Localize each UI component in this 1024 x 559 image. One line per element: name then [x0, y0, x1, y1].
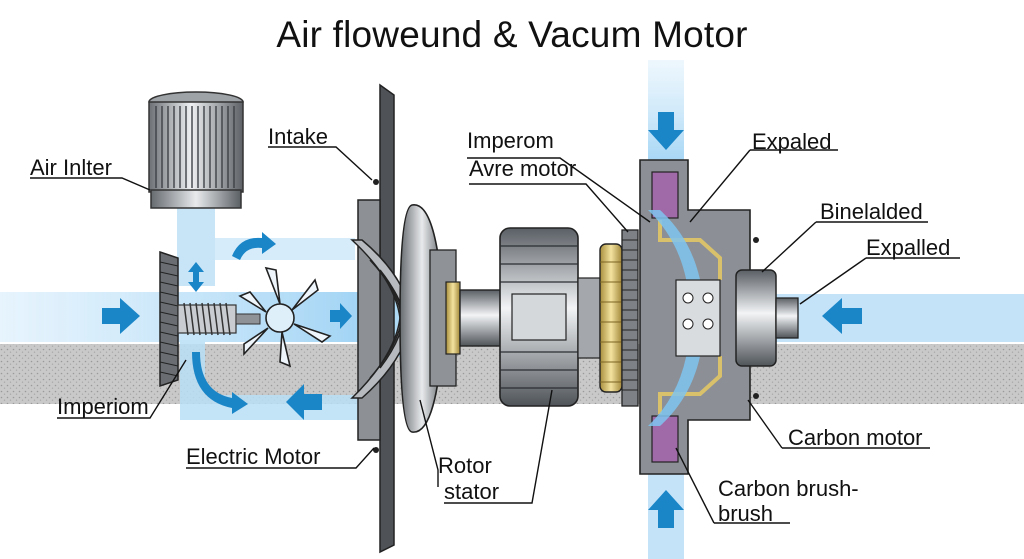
brush-housing — [639, 159, 759, 475]
label-imperiom: Imperiom — [57, 394, 149, 419]
label-stator: stator — [444, 479, 500, 504]
label-expalled: Expalled — [866, 235, 951, 260]
label-air-inlter: Air Inlter — [30, 155, 112, 180]
arrow-loop-lower — [192, 352, 248, 414]
arrow-right-inlet — [822, 298, 862, 334]
arrow-top-down — [648, 112, 684, 150]
arrow-bottom-up — [648, 490, 684, 528]
label-binelalded: Binelalded — [820, 199, 923, 224]
motor-plate — [357, 83, 395, 554]
label-imperom: Imperom — [467, 128, 554, 153]
arrow-left-inlet — [102, 298, 140, 334]
arrow-cone-in — [330, 303, 352, 329]
arrow-loop-upper — [232, 232, 276, 260]
impeller-star — [238, 266, 332, 368]
spring — [177, 302, 261, 336]
leader-lines — [30, 146, 960, 524]
page-title: Air floweund & Vacum Motor — [276, 14, 748, 55]
stator-armature — [499, 227, 601, 407]
label-electric-motor: Electric Motor — [186, 444, 321, 469]
label-carbon-brush: Carbon brush- — [718, 476, 859, 501]
label-rotor: Rotor — [438, 453, 492, 478]
rotor-disk — [399, 204, 461, 433]
shaft — [459, 289, 505, 347]
commutator — [599, 229, 639, 407]
label-intake: Intake — [268, 124, 328, 149]
flow-arrows — [102, 112, 862, 528]
label-avre-motor: Avre motor — [469, 156, 577, 181]
label-expaled: Expaled — [752, 129, 832, 154]
label-brush: brush — [718, 501, 774, 526]
arrow-return — [286, 384, 322, 420]
label-carbon-motor: Carbon motor — [788, 425, 923, 450]
end-cap — [735, 269, 799, 367]
arrow-filter-updown — [188, 262, 204, 292]
air-filter — [148, 91, 244, 209]
airflow-right-inlet — [770, 294, 1024, 342]
inlet-flange — [159, 250, 179, 388]
